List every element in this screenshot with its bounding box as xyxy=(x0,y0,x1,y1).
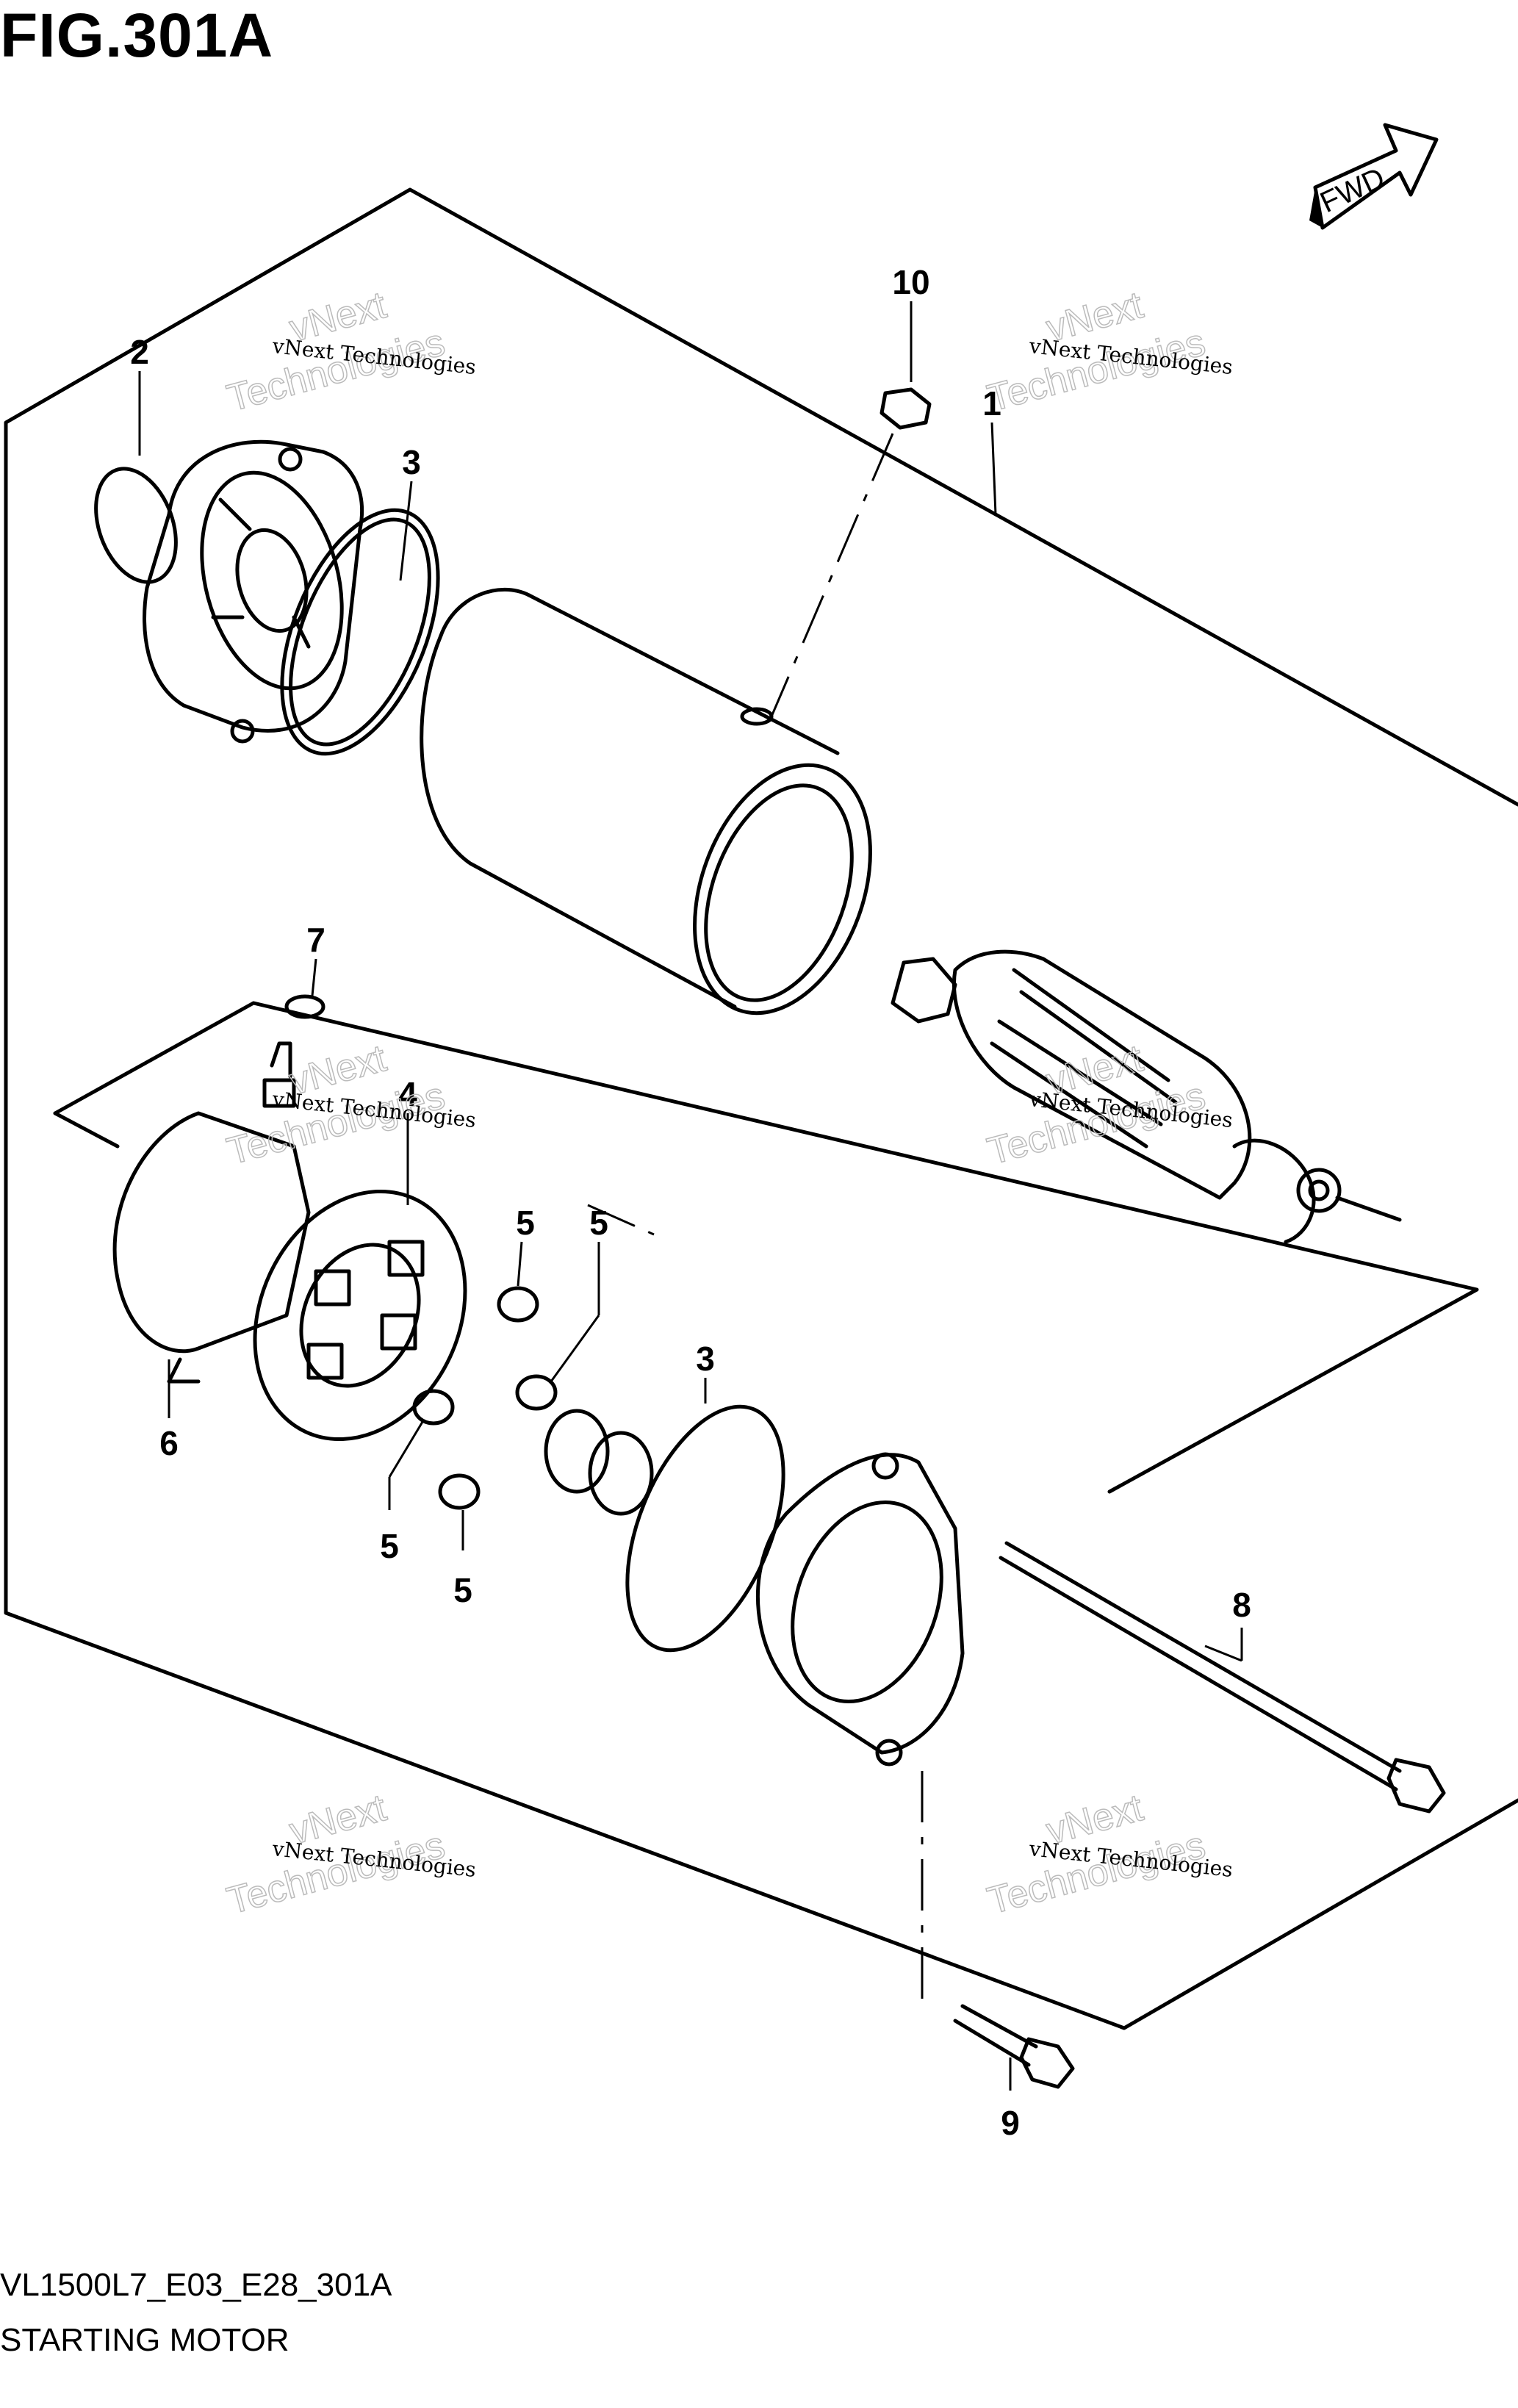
figure-title: FIG.301A xyxy=(0,1,274,70)
watermark-1: vNext Technologies vNext Technologies xyxy=(222,283,477,420)
washer-7 xyxy=(284,994,325,1019)
watermark-4: vNext Technologies vNext Technologies xyxy=(982,1036,1234,1174)
callout-7: 7 xyxy=(306,921,325,959)
callout-4: 4 xyxy=(398,1075,417,1113)
o-ring-3-top-inner xyxy=(289,517,431,747)
callout-3-top: 3 xyxy=(402,443,421,481)
motor-yoke xyxy=(420,587,872,1016)
watermark-2: vNext Technologies vNext Technologies xyxy=(982,283,1234,420)
figure-code: VL1500L7_E03_E28_301A xyxy=(0,2267,392,2303)
brush-plate xyxy=(253,1189,467,1442)
centerline-nut xyxy=(770,433,894,717)
shim-2 xyxy=(588,1431,654,1516)
fwd-arrow-icon: FWD xyxy=(1309,123,1439,230)
watermark-5: vNext Technologies vNext Technologies xyxy=(222,1786,477,1923)
nut-10 xyxy=(879,387,932,430)
callout-9: 9 xyxy=(1001,2104,1020,2142)
callout-1: 1 xyxy=(982,384,1001,423)
brush-5c xyxy=(412,1389,455,1426)
callout-5a: 5 xyxy=(516,1204,535,1242)
rear-housing xyxy=(755,1452,965,1767)
o-ring-3-bottom xyxy=(625,1404,785,1653)
callout-5d: 5 xyxy=(453,1571,472,1609)
callout-6: 6 xyxy=(159,1424,179,1462)
brush-assembly-outline-left xyxy=(53,1111,120,1149)
o-ring-2 xyxy=(94,467,178,584)
brush-assembly-outline xyxy=(53,1001,1479,1494)
centerline-brush xyxy=(587,1204,655,1236)
watermark-6: vNext Technologies vNext Technologies xyxy=(982,1786,1234,1923)
assembly-outline-mid xyxy=(993,512,1518,807)
callout-5b: 5 xyxy=(589,1204,608,1242)
brush-holder-housing xyxy=(112,1041,311,1384)
callout-5c: 5 xyxy=(380,1527,399,1565)
assembly-outline-top xyxy=(4,187,1518,2030)
front-housing xyxy=(143,439,364,744)
bolt-9 xyxy=(953,2004,1075,2089)
brush-5a xyxy=(497,1286,539,1323)
callout-8: 8 xyxy=(1232,1586,1251,1624)
brush-5b xyxy=(515,1374,558,1411)
callout-3-bottom: 3 xyxy=(696,1340,715,1378)
shim-1 xyxy=(544,1409,610,1494)
figure-caption: STARTING MOTOR xyxy=(0,2322,289,2358)
callout-2: 2 xyxy=(130,333,149,371)
through-bolt-8 xyxy=(999,1541,1446,1814)
callout-10: 10 xyxy=(892,263,929,301)
watermark-3: vNext Technologies vNext Technologies xyxy=(222,1036,477,1174)
brush-5d xyxy=(438,1473,481,1510)
armature xyxy=(891,949,1402,1244)
